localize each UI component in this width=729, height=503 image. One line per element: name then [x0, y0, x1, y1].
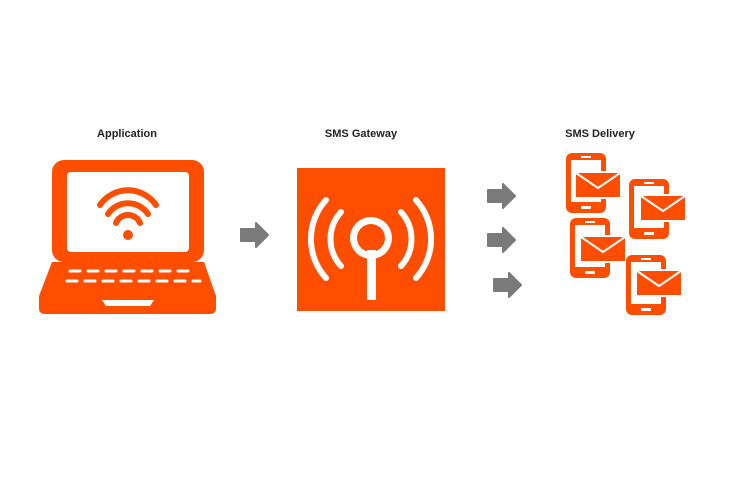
laptop-touchpad	[102, 300, 154, 306]
arrow-icon	[487, 227, 516, 253]
arrow-icon	[493, 272, 522, 298]
phone-envelope-icon	[626, 255, 683, 315]
laptop-base	[39, 262, 216, 314]
signal-tower-icon	[297, 168, 445, 311]
arrow-icon	[240, 222, 269, 248]
sms-gateway-label: SMS Gateway	[324, 128, 398, 140]
application-label: Application	[97, 128, 157, 140]
phone-envelope-icon	[629, 179, 687, 239]
tower-pole	[367, 250, 376, 300]
wifi-icon	[97, 187, 159, 226]
arrow-icon	[487, 183, 516, 209]
laptop-keyboard	[65, 269, 202, 283]
wifi-dot	[123, 230, 133, 240]
tower-head-inner	[357, 224, 385, 252]
laptop-wifi-icon	[39, 160, 216, 314]
sms-delivery-label: SMS Delivery	[565, 128, 635, 140]
laptop-screen	[67, 172, 189, 252]
phone-envelope-icon	[570, 218, 627, 278]
phone-envelope-icon	[566, 153, 622, 213]
radio-waves	[307, 197, 435, 281]
